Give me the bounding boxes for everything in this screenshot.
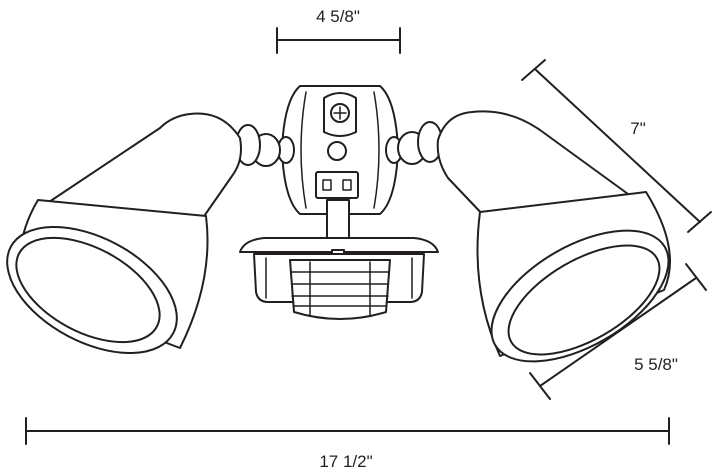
right-lamp <box>436 110 671 363</box>
left-swivel-joint <box>235 124 295 167</box>
screw-icon <box>330 103 350 123</box>
overall-width-dimension: 17 1/2" <box>25 417 670 471</box>
overall-width-label: 17 1/2" <box>319 452 372 471</box>
left-lamp <box>6 112 242 355</box>
mount-width-dimension: 4 5/8" <box>276 7 401 54</box>
lamp-diameter-label: 5 5/8" <box>634 355 678 374</box>
mounting-box <box>281 85 399 245</box>
motion-sensor <box>239 237 439 320</box>
lamp-length-label: 7" <box>630 119 646 138</box>
lamp-diameter-dimension: 5 5/8" <box>529 263 707 400</box>
lamp-length-dimension: 7" <box>521 59 712 233</box>
mount-width-label: 4 5/8" <box>316 7 360 26</box>
right-swivel-joint <box>385 121 443 165</box>
